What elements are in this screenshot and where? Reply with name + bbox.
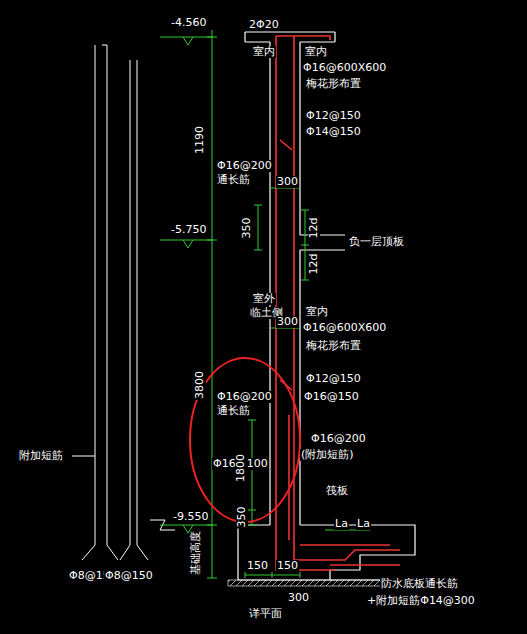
annotation-text: Φ16@200 [310,433,367,445]
annotation-text: 300 [287,592,310,604]
floor-slab [300,235,345,250]
annotation-text: 300 [276,176,299,188]
raft-bars [300,545,400,565]
leader-line [72,456,95,457]
annotation-text: 负一层顶板 [348,236,405,248]
top-slab [245,32,335,42]
dim-350-top [254,205,262,250]
top-bar [276,36,330,40]
dimension-text: 基础高度 [190,530,202,576]
annotation-text: 详平面 [248,608,283,620]
elevation-lines [160,37,212,525]
extra-short-bar [288,415,290,540]
annotation-text: La [356,518,371,530]
elevation-sketch [82,45,175,560]
main-dimension [207,30,217,578]
annotation-text: Φ16@200 [216,391,273,403]
annotation-text: 室内 [252,46,276,58]
annotation-text: Φ16@600X600 [302,62,387,74]
annotation-text: Φ8@150 [104,570,154,582]
annotation-text: Φ16@200 [216,160,273,172]
annotation-text: 附加短筋 [18,450,64,462]
dim-150 [245,572,300,578]
annotation-text: Φ12@150 [305,110,362,122]
annotation-text: 2Φ20 [248,19,280,31]
dimension-lines [160,30,370,578]
annotation-text: 筏板 [325,485,349,497]
foundation-outline [238,525,420,580]
annotation-text: 通长筋 [216,405,251,417]
annotation-text: 150 [246,560,269,572]
dimension-text: 1190 [194,125,206,155]
dimension-text: 1800 [235,453,247,483]
concrete-outline [238,32,420,580]
right-bar-outline [120,60,148,560]
annotation-text: (附加短筋) [300,449,355,461]
dimension-text: 3800 [194,370,206,400]
annotation-text: +附加短筋Φ14@300 [366,595,476,607]
left-bar-outline [82,45,118,560]
annotation-text: Φ16@150 [303,391,360,403]
annotation-text: Φ16@600X600 [302,322,387,334]
inner-vertical-bar [294,36,400,560]
annotation-text: 梅花形布置 [305,78,362,90]
raft-outline [300,525,415,580]
annotation-text: 300 [276,316,299,328]
annotation-text: -4.560 [170,17,207,29]
dimension-text: 12d [308,217,320,240]
annotation-text: 150 [276,560,299,572]
annotation-text: -9.550 [172,511,209,523]
annotation-text: Φ14@150 [305,126,362,138]
dimension-text: 12d [308,253,320,276]
dimension-text: 350 [241,217,253,240]
dim-1800 [248,420,256,525]
annotation-text: La [334,518,349,530]
annotation-text: 室内 [305,306,329,318]
annotation-text: 梅花形布置 [305,340,362,352]
annotation-text: Φ12@150 [305,373,362,385]
highlight-circle [190,358,300,522]
annotation-text: -5.750 [170,224,207,236]
annotation-text: 通长筋 [216,174,251,186]
annotation-text: 室外 [252,293,276,305]
rebar [276,36,400,570]
annotation-text: 防水底板通长筋 [380,578,459,590]
annotation-text: 室内 [304,46,328,58]
wall-faces [270,42,300,525]
dimension-text: 350 [236,506,248,529]
